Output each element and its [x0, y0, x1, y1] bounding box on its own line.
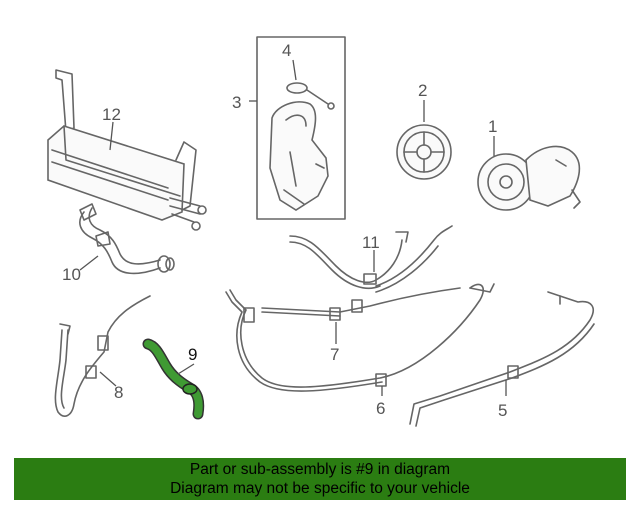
part-9-hose-highlighted[interactable] — [142, 338, 205, 420]
parts-diagram: 12 10 3 4 2 1 — [47, 36, 595, 427]
part-6-line[interactable] — [225, 283, 495, 392]
callout-1: 1 — [488, 117, 497, 136]
callout-9: 9 — [188, 345, 197, 364]
callout-12: 12 — [102, 105, 121, 124]
part-11-line[interactable] — [289, 225, 453, 293]
callout-8: 8 — [114, 383, 123, 402]
callout-3: 3 — [232, 93, 241, 112]
callout-5: 5 — [498, 401, 507, 420]
callout-2: 2 — [418, 81, 427, 100]
callout-6: 6 — [376, 399, 385, 418]
callout-11: 11 — [362, 233, 380, 252]
part-10-hose[interactable] — [79, 203, 175, 275]
part-7-line[interactable] — [261, 287, 461, 321]
part-5-line[interactable] — [409, 291, 595, 427]
callout-4: 4 — [282, 41, 291, 60]
reservoir-box — [256, 36, 346, 220]
callout-10: 10 — [62, 265, 81, 284]
part-12-cooler[interactable] — [47, 69, 207, 231]
banner-line-2: Diagram may not be specific to your vehi… — [170, 480, 470, 497]
callout-7: 7 — [330, 345, 339, 364]
banner-line-1: Part or sub-assembly is #9 in diagram — [189, 461, 451, 478]
part-8-line[interactable] — [54, 295, 151, 417]
part-1-pump[interactable] — [477, 145, 581, 211]
part-2-pulley[interactable] — [396, 124, 452, 180]
part-4-cap[interactable] — [286, 82, 335, 110]
part-3-reservoir[interactable] — [269, 101, 329, 211]
info-banner: Part or sub-assembly is #9 in diagram Di… — [14, 458, 626, 500]
